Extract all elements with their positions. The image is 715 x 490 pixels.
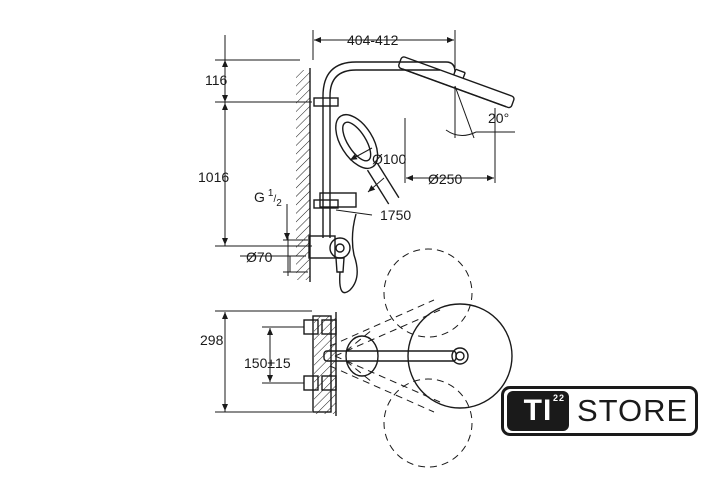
logo-badge: TI 22 — [507, 391, 569, 431]
width-range-label: 404-412 — [347, 32, 399, 48]
plan-wall-hatch — [314, 316, 336, 414]
plan-labels: 298 150±15 — [200, 332, 291, 371]
mixer-knob — [329, 237, 351, 259]
plan-arm — [323, 350, 457, 362]
hose — [339, 213, 358, 294]
plan-swing-positions — [329, 248, 473, 468]
logo-badge-text: TI — [523, 394, 553, 427]
inlet-diameter-label: Ø70 — [246, 249, 273, 265]
upper-bracket — [313, 97, 339, 107]
plan-head — [407, 303, 513, 409]
plan-view — [303, 303, 513, 416]
plan-depth-label: 298 — [200, 332, 224, 348]
column-height-label: 1016 — [198, 169, 229, 185]
plan-handshower — [345, 335, 379, 377]
front-dimensions — [215, 30, 515, 276]
hose-outlet — [335, 257, 345, 273]
tistore-logo: TI 22 STORE — [501, 386, 698, 436]
front-view — [296, 56, 515, 294]
handshower-diameter-label: Ø100 — [372, 151, 406, 167]
wall-hatch — [296, 70, 310, 280]
plan-dimensions — [215, 310, 312, 413]
total-height-label: 1750 — [380, 207, 411, 223]
head-diameter-label: Ø250 — [428, 171, 462, 187]
tilt-angle-label: 20° — [488, 110, 509, 126]
top-height-label: 116 — [205, 72, 228, 88]
shower-head — [398, 56, 515, 109]
logo-word: STORE — [577, 393, 689, 428]
slider — [319, 192, 357, 208]
logo-badge-number: 22 — [552, 393, 565, 403]
plan-mixer — [312, 315, 332, 413]
center-distance-label: 150±15 — [244, 355, 291, 371]
lower-bracket — [313, 199, 339, 209]
hand-shower — [335, 114, 400, 205]
shower-arm-inner — [329, 69, 440, 97]
shower-arm — [322, 61, 456, 97]
mixer-body — [308, 235, 336, 259]
